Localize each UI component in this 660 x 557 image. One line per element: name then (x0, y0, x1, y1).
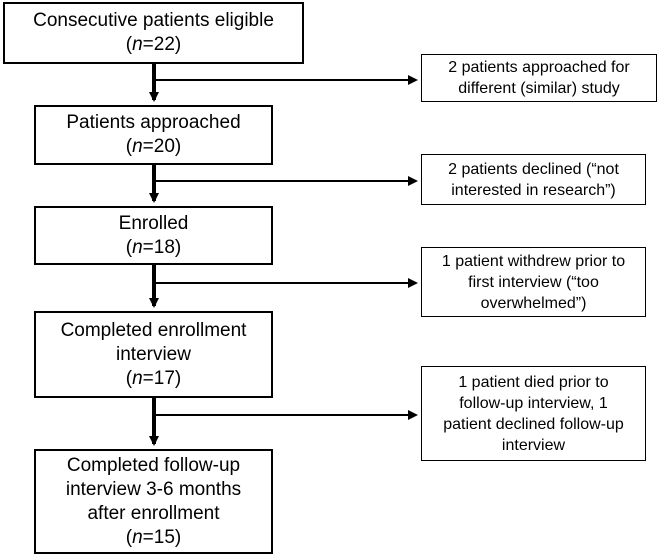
exclusion-text: 2 patients declined (“not (448, 160, 619, 178)
exclusion-box-different-study: 2 patients approached for different (sim… (421, 54, 657, 102)
step-count: (n=17) (125, 367, 182, 389)
exclusion-text: 1 patient withdrew prior to (441, 252, 626, 270)
exclusion-text: interview (501, 436, 566, 454)
exclusion-text: 1 patient died prior to (458, 373, 609, 391)
step-box-enrollment-interview: Completed enrollment interview (n=17) (34, 311, 273, 398)
step-label: interview 3-6 months (65, 478, 242, 500)
exclusion-text: patient declined follow-up (443, 415, 624, 433)
step-box-followup-interview: Completed follow-up interview 3-6 months… (34, 449, 273, 554)
step-count: (n=15) (125, 526, 182, 548)
step-label: Consecutive patients eligible (33, 10, 274, 31)
exclusion-text: overwhelmed”) (480, 294, 587, 312)
step-count: (n=22) (125, 34, 182, 55)
step-count: (n=20) (125, 136, 182, 157)
step-label: after enrollment (87, 502, 220, 524)
exclusion-text: 2 patients approached for (448, 59, 630, 76)
step-box-approached: Patients approached (n=20) (34, 105, 273, 165)
step-label: Completed follow-up (66, 454, 241, 476)
exclusion-box-died-declined: 1 patient died prior to follow-up interv… (421, 366, 646, 461)
step-box-eligible: Consecutive patients eligible (n=22) (3, 2, 304, 64)
exclusion-text: different (similar) study (458, 80, 620, 97)
exclusion-text: first interview (“too (468, 273, 599, 291)
exclusion-text: follow-up interview, 1 (459, 394, 608, 412)
step-label: Enrolled (118, 212, 189, 234)
exclusion-box-declined: 2 patients declined (“not interested in … (421, 154, 646, 205)
exclusion-text: interested in research”) (451, 181, 616, 199)
step-label: Completed enrollment (60, 319, 247, 341)
step-label: interview (116, 343, 191, 365)
step-count: (n=18) (125, 236, 182, 258)
exclusion-box-withdrew: 1 patient withdrew prior to first interv… (421, 247, 646, 317)
step-label: Patients approached (66, 112, 241, 133)
step-box-enrolled: Enrolled (n=18) (34, 206, 273, 265)
